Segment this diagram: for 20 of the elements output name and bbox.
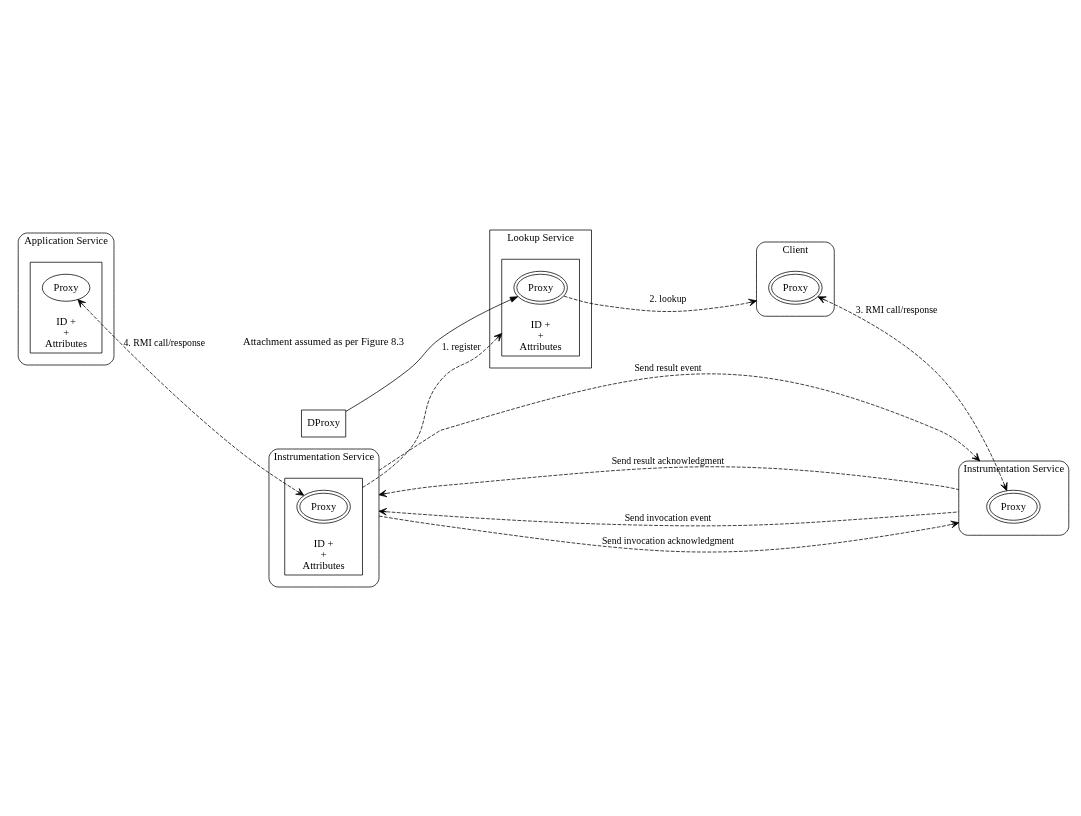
edge-label: Send invocation event: [624, 511, 712, 523]
edge-label: 4. RMI call/response: [123, 336, 205, 348]
arrow: [817, 295, 1008, 491]
edge-label: Send invocation acknowledgment: [601, 534, 735, 546]
arrow: [378, 373, 981, 471]
edge-label: 1. register: [441, 340, 481, 352]
edge-label: Send result event: [634, 361, 702, 373]
arrow: [378, 515, 960, 552]
edge-label: 3. RMI call/response: [855, 303, 938, 315]
edge-label: Send result acknowledgment: [611, 454, 725, 466]
arrow: [378, 507, 960, 526]
arrow: [345, 295, 519, 412]
label: Attachment assumed as per Figure 8.3: [243, 335, 405, 347]
arrow: [362, 332, 503, 488]
arrow: [77, 298, 305, 496]
node-ellipse: Proxy: [41, 273, 91, 302]
node-box: DProxy: [301, 409, 347, 437]
edge-label: 2. lookup: [649, 292, 687, 304]
arrow: [563, 295, 757, 312]
arrow: [378, 465, 960, 497]
